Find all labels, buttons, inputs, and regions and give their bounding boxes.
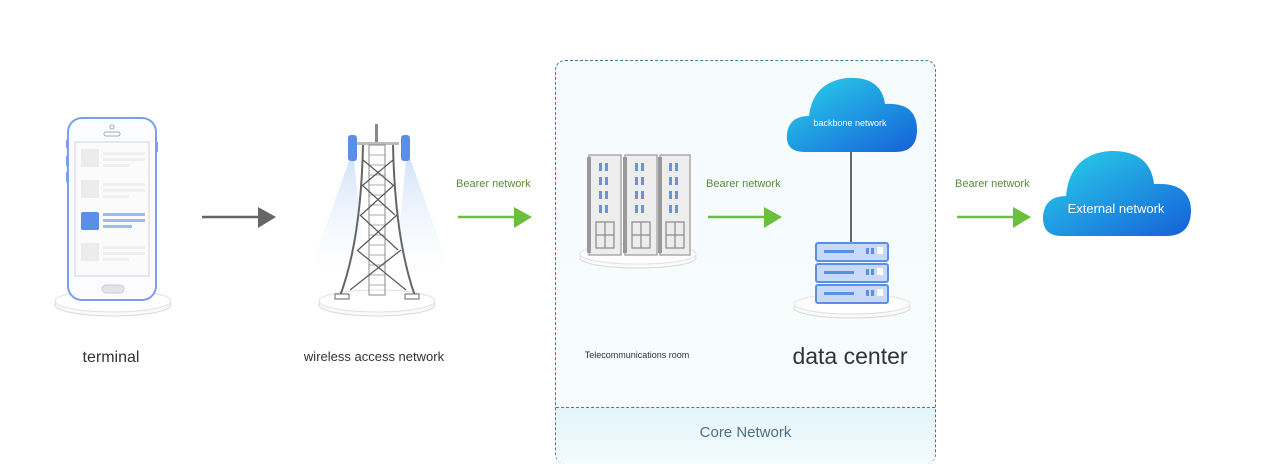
phone-icon xyxy=(54,117,172,317)
telecom-room-label: Telecommunications room xyxy=(584,350,690,360)
external-cloud-icon xyxy=(1042,150,1191,236)
server-icon xyxy=(793,242,911,319)
backbone-link-line xyxy=(850,152,852,244)
arrow-terminal-to-wireless xyxy=(202,207,276,228)
edge-label-bearer-1: Bearer network xyxy=(456,178,531,190)
edge-label-bearer-3: Bearer network xyxy=(955,178,1030,190)
external-network-label: External network xyxy=(1067,201,1165,216)
edge-label-bearer-2: Bearer network xyxy=(706,178,781,190)
core-network-footer xyxy=(556,407,935,464)
wireless-label: wireless access network xyxy=(303,349,445,364)
data-center-label: data center xyxy=(792,343,908,369)
core-network-label: Core Network xyxy=(699,424,792,441)
backbone-label: backbone network xyxy=(813,118,887,128)
backbone-cloud-icon xyxy=(786,77,917,152)
arrow-telecom-to-datacenter xyxy=(708,207,782,228)
cell-tower-icon xyxy=(315,124,445,317)
arrow-wireless-to-telecom xyxy=(458,207,532,228)
arrow-datacenter-to-external xyxy=(957,207,1031,228)
building-icon xyxy=(579,154,697,269)
terminal-label: terminal xyxy=(82,349,140,366)
